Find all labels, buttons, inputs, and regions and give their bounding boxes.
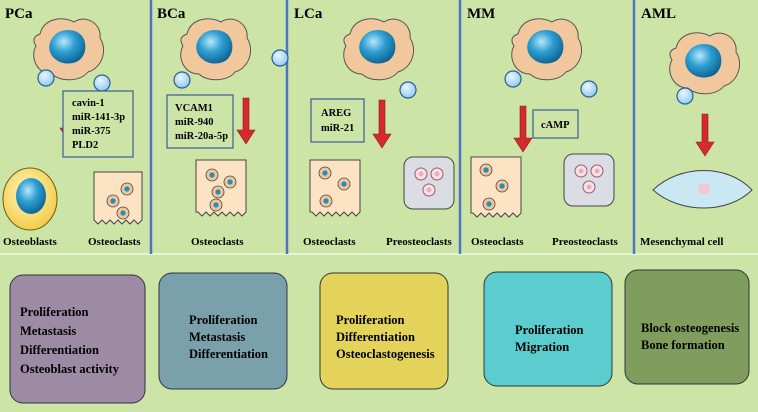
effect-box-bca	[158, 272, 288, 390]
cell-label: Osteoblasts	[3, 236, 58, 248]
molecule-label: cavin-1	[72, 98, 105, 109]
down-arrow-bca	[236, 97, 256, 145]
exosome-vesicle	[37, 69, 55, 87]
panel-title-lca: LCa	[294, 6, 323, 22]
osteoclast-cell-mm	[470, 156, 522, 218]
molecule-box-lca	[310, 98, 365, 143]
molecule-label: miR-20a-5p	[175, 131, 228, 142]
effect-label: Bone formation	[641, 338, 725, 352]
panel-title-mm: MM	[467, 6, 495, 22]
effect-label: Osteoblast activity	[20, 362, 120, 376]
tumor-cell-lca	[343, 18, 414, 81]
molecule-label: cAMP	[541, 120, 570, 131]
cell-label: Preosteoclasts	[386, 236, 452, 248]
cell-label: Mesenchymal cell	[640, 236, 723, 248]
osteoclast-cell-lca	[309, 159, 361, 217]
osteoblast-cell	[2, 167, 58, 231]
molecule-box-mm	[532, 109, 579, 139]
preosteoclast-cell-lca	[403, 156, 455, 210]
cell-label: Osteoclasts	[303, 236, 356, 248]
exosome-vesicle	[504, 70, 522, 88]
tumor-cell-bca	[180, 18, 251, 81]
effect-box-aml	[624, 269, 750, 385]
molecule-label: miR-940	[175, 117, 214, 128]
panel-title-pca: PCa	[5, 6, 33, 22]
cell-label: Osteoclasts	[88, 236, 141, 248]
down-arrow-aml	[695, 113, 715, 157]
exosome-vesicle	[580, 80, 598, 98]
effect-box-mm	[483, 271, 613, 387]
effect-label: Differentiation	[189, 347, 268, 361]
molecule-label: miR-21	[321, 123, 354, 134]
molecule-box-bca	[166, 94, 234, 149]
exosome-vesicle	[173, 71, 191, 89]
effect-label: Proliferation	[515, 323, 584, 337]
effect-label: Osteoclastogenesis	[336, 347, 435, 361]
effect-box-pca	[9, 274, 146, 404]
down-arrow-lca	[372, 99, 392, 149]
effect-label: Proliferation	[336, 313, 405, 327]
preosteoclast-cell-mm	[563, 153, 615, 207]
exosome-vesicles	[37, 49, 694, 105]
effect-label: Metastasis	[20, 324, 76, 338]
effect-label: Differentiation	[20, 343, 99, 357]
exosome-vesicle	[399, 81, 417, 99]
down-arrow-mm	[513, 105, 533, 153]
exosome-vesicle	[93, 74, 111, 92]
molecule-label: PLD2	[72, 140, 98, 151]
effect-label: Proliferation	[189, 313, 258, 327]
effect-box-lca	[319, 272, 449, 390]
molecule-label: VCAM1	[175, 103, 213, 114]
exosome-vesicle	[271, 49, 289, 67]
cell-label: Osteoclasts	[191, 236, 244, 248]
effect-label: Migration	[515, 340, 569, 354]
panel-title-aml: AML	[641, 6, 676, 22]
tumor-cell-pca	[33, 18, 104, 81]
tumor-cell-mm	[511, 18, 582, 81]
tumor-cell-aml	[669, 32, 740, 95]
cell-label: Preosteoclasts	[552, 236, 618, 248]
osteoclast-cell-pca	[93, 171, 143, 225]
molecule-label: miR-141-3p	[72, 112, 125, 123]
molecule-label: AREG	[321, 108, 351, 119]
exosome-vesicle	[676, 87, 694, 105]
osteoclast-cell-bca	[195, 159, 247, 217]
mesenchymal-cell	[652, 170, 753, 209]
cell-label: Osteoclasts	[471, 236, 524, 248]
panel-title-bca: BCa	[157, 6, 186, 22]
molecule-label: miR-375	[72, 126, 111, 137]
effect-label: Proliferation	[20, 305, 89, 319]
effect-label: Block osteogenesis	[641, 321, 739, 335]
effect-label: Metastasis	[189, 330, 245, 344]
effect-label: Differentiation	[336, 330, 415, 344]
molecule-box-pca	[62, 90, 134, 158]
